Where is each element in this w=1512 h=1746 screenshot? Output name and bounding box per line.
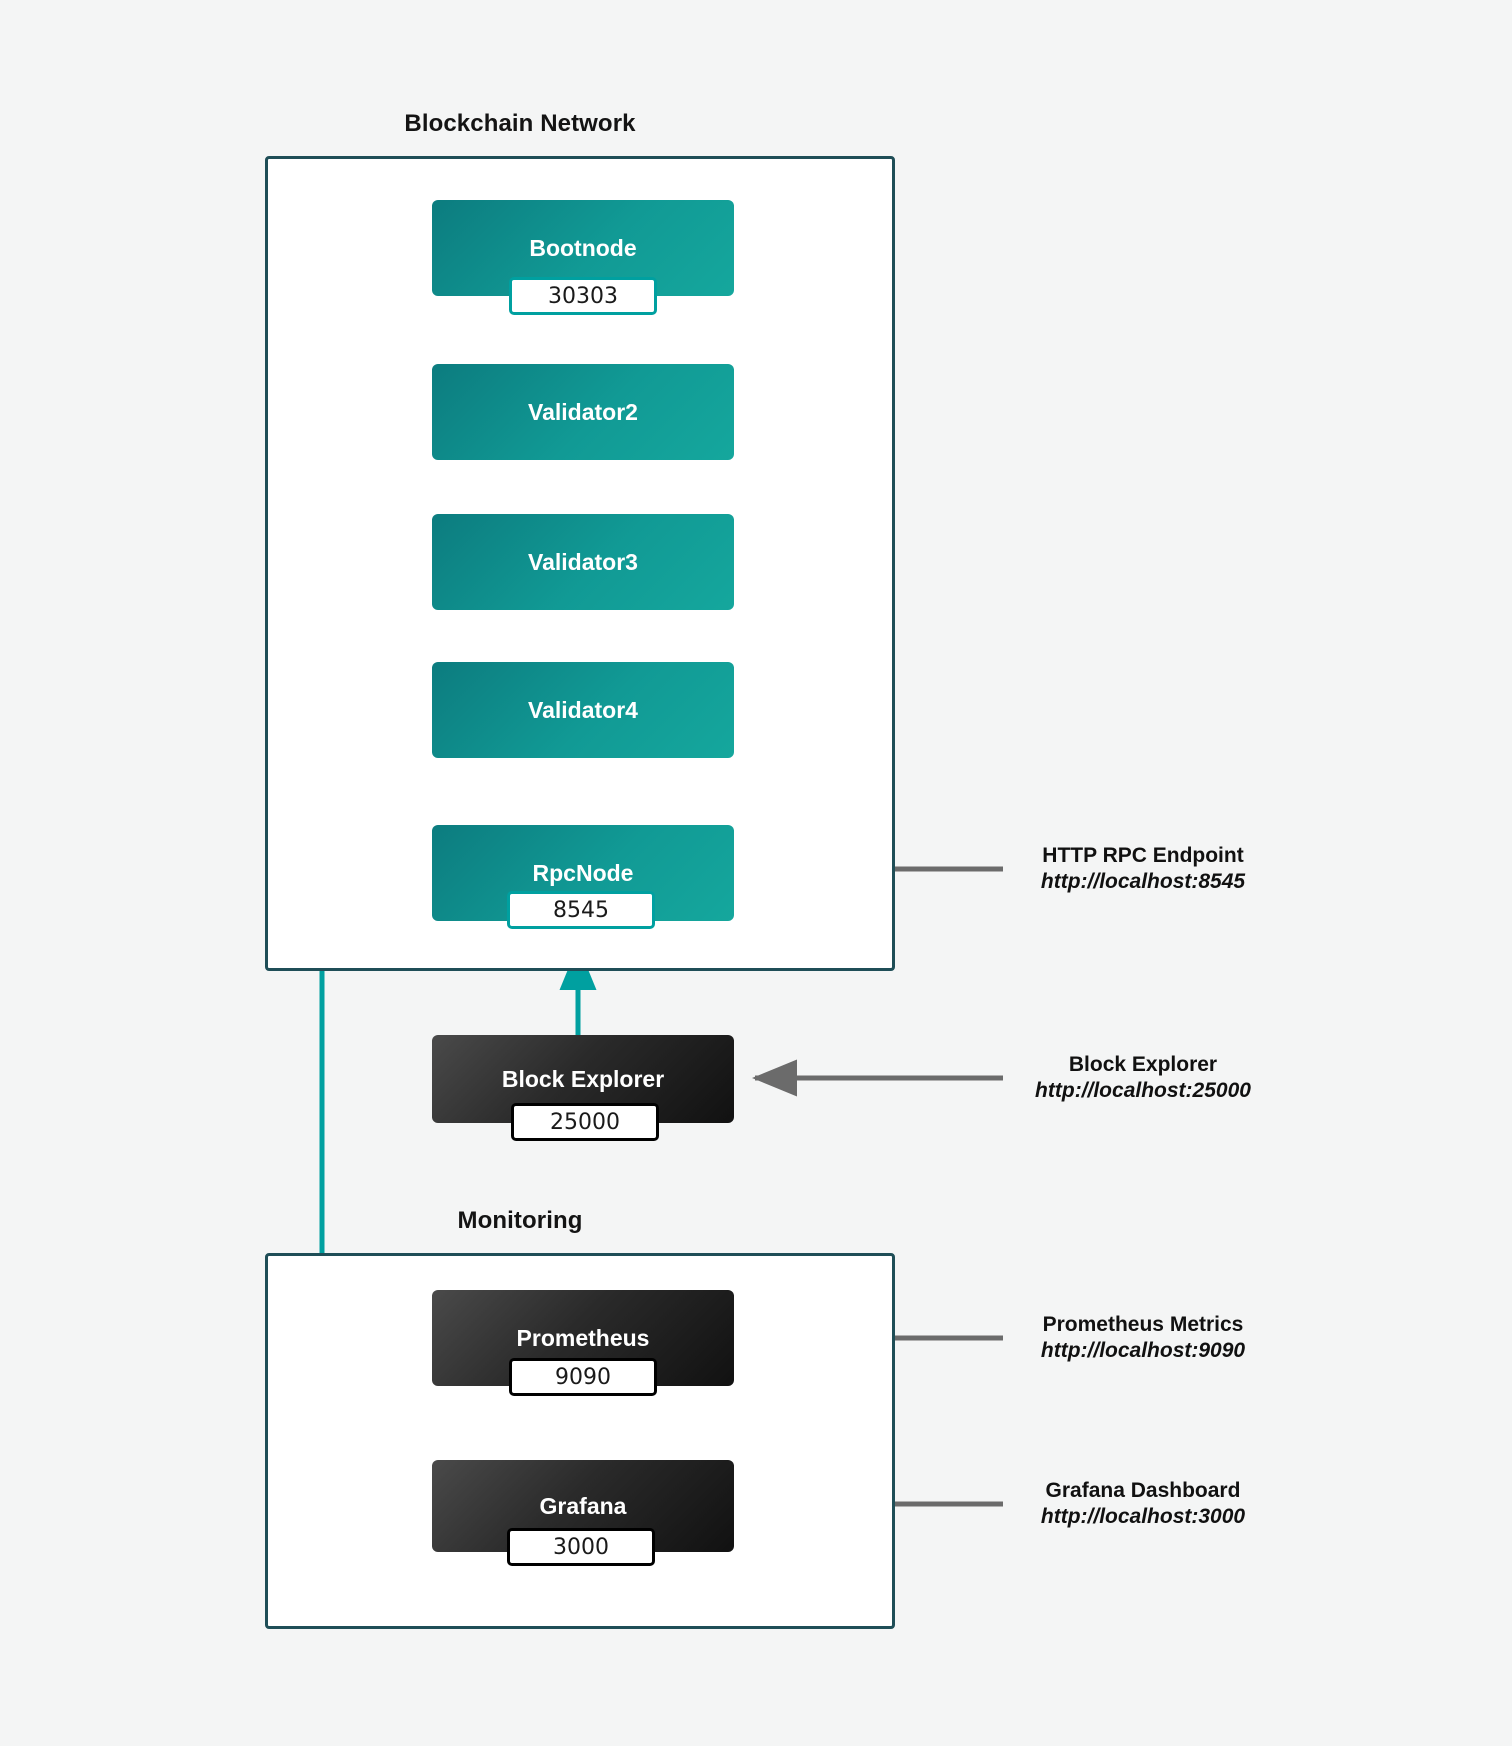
node-validator3-label: Validator3 xyxy=(528,548,638,575)
node-bootnode-port: 30303 xyxy=(509,277,657,315)
annotation-block-explorer: Block Explorer http://localhost:25000 xyxy=(1003,1052,1283,1103)
cluster-title-blockchain-network: Blockchain Network xyxy=(404,110,636,137)
annotation-prometheus-url[interactable]: http://localhost:9090 xyxy=(1040,1338,1246,1362)
annotation-grafana-title: Grafana Dashboard xyxy=(1045,1479,1241,1502)
annotation-grafana-url[interactable]: http://localhost:3000 xyxy=(1040,1504,1246,1528)
annotation-prometheus: Prometheus Metrics http://localhost:9090 xyxy=(1003,1312,1283,1363)
annotation-rpc-endpoint: HTTP RPC Endpoint http://localhost:8545 xyxy=(1003,843,1283,894)
node-prometheus-port: 9090 xyxy=(509,1358,657,1396)
node-rpcnode-port: 8545 xyxy=(507,891,655,929)
annotation-rpc-endpoint-title: HTTP RPC Endpoint xyxy=(1042,844,1244,867)
node-validator4[interactable]: Validator4 xyxy=(432,662,734,758)
node-bootnode-label: Bootnode xyxy=(529,234,637,261)
node-validator2[interactable]: Validator2 xyxy=(432,364,734,460)
node-rpcnode-port-value: 8545 xyxy=(553,897,609,923)
node-validator2-label: Validator2 xyxy=(528,398,638,425)
node-prometheus-label: Prometheus xyxy=(516,1324,650,1351)
node-block-explorer-port: 25000 xyxy=(511,1103,659,1141)
cluster-title-monitoring: Monitoring xyxy=(457,1207,583,1234)
node-rpcnode-label: RpcNode xyxy=(532,859,634,886)
annotation-prometheus-title: Prometheus Metrics xyxy=(1042,1313,1244,1336)
annotation-block-explorer-title: Block Explorer xyxy=(1068,1053,1218,1076)
node-validator4-label: Validator4 xyxy=(528,696,638,723)
node-block-explorer-label: Block Explorer xyxy=(501,1065,665,1092)
node-validator3[interactable]: Validator3 xyxy=(432,514,734,610)
annotation-grafana: Grafana Dashboard http://localhost:3000 xyxy=(1003,1478,1283,1529)
node-grafana-label: Grafana xyxy=(539,1492,627,1519)
annotation-rpc-endpoint-url[interactable]: http://localhost:8545 xyxy=(1040,869,1246,893)
node-grafana-port-value: 3000 xyxy=(553,1534,609,1560)
node-bootnode-port-value: 30303 xyxy=(548,283,618,309)
node-block-explorer-port-value: 25000 xyxy=(550,1109,620,1135)
node-prometheus-port-value: 9090 xyxy=(555,1364,611,1390)
annotation-block-explorer-url[interactable]: http://localhost:25000 xyxy=(1035,1078,1251,1102)
node-grafana-port: 3000 xyxy=(507,1528,655,1566)
